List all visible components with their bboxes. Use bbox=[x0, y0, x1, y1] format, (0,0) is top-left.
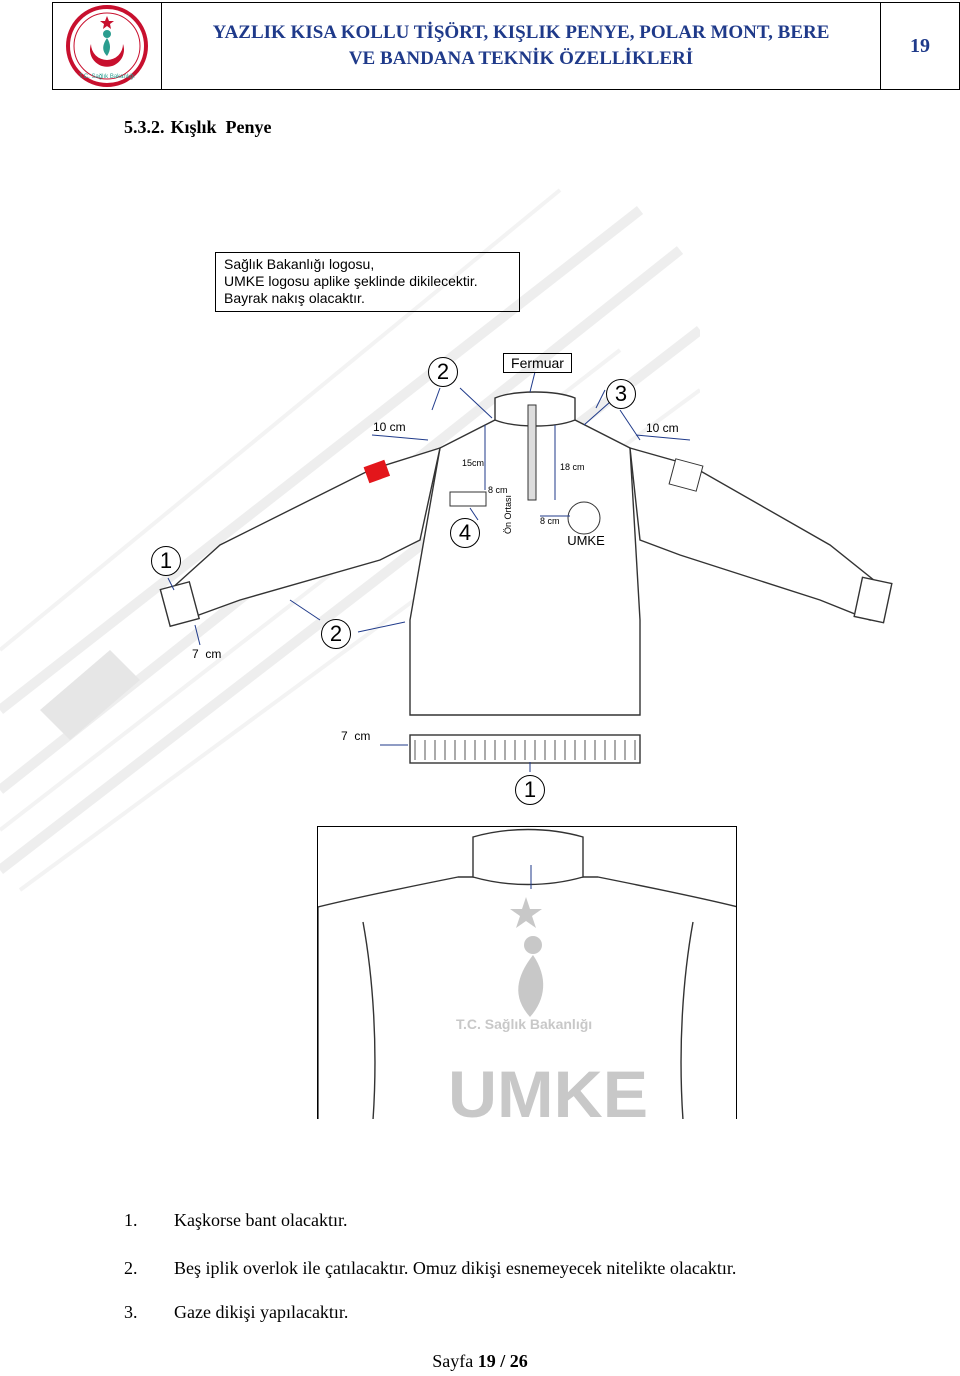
note-box: Sağlık Bakanlığı logosu, UMKE logosu apl… bbox=[215, 252, 520, 312]
page-footer: Sayfa 19 / 26 bbox=[0, 1351, 960, 1372]
footer-separator: / bbox=[500, 1351, 506, 1371]
list-item: 3. Gaze dikişi yapılacaktır. bbox=[124, 1302, 348, 1323]
dim-right-shoulder: 10 cm bbox=[646, 421, 679, 435]
list-item: 1. Kaşkorse bant olacaktır. bbox=[124, 1210, 347, 1231]
shoulder-logo-patch bbox=[668, 458, 704, 492]
callout-1-sleeve: 1 bbox=[151, 546, 181, 576]
chest-umke-text: UMKE bbox=[567, 533, 605, 548]
ministry-logo: T.C. Sağlık Bakanlığı bbox=[66, 5, 148, 87]
chest-logo bbox=[567, 501, 601, 535]
back-star-icon bbox=[510, 897, 542, 928]
ministry-logo-cell: T.C. Sağlık Bakanlığı bbox=[53, 3, 162, 89]
section-number: 5.3.2. bbox=[124, 117, 165, 137]
footer-prefix: Sayfa bbox=[432, 1351, 474, 1371]
list-item-text: Kaşkorse bant olacaktır. bbox=[174, 1210, 348, 1230]
section-title: Kışlık Penye bbox=[170, 117, 272, 137]
footer-current-page: 19 bbox=[477, 1351, 496, 1371]
back-sweater-drawing: T.C. Sağlık Bakanlığı UMKE bbox=[318, 828, 736, 1119]
note-line: Sağlık Bakanlığı logosu, bbox=[224, 256, 375, 272]
footer-total-pages: 26 bbox=[509, 1351, 528, 1371]
note-line: Bayrak nakış olacaktır. bbox=[224, 290, 365, 306]
list-item-number: 3. bbox=[124, 1302, 138, 1322]
list-item-number: 2. bbox=[124, 1258, 138, 1278]
zipper bbox=[527, 404, 537, 501]
title-line-2: VE BANDANA TEKNİK ÖZELLİKLERİ bbox=[348, 48, 694, 69]
dim-collar-drop: 15cm bbox=[462, 458, 485, 468]
dim-cuff: 7 cm bbox=[192, 647, 222, 661]
list-item: 2. Beş iplik overlok ile çatılacaktır. Om… bbox=[124, 1258, 736, 1279]
header-page-number: 19 bbox=[910, 34, 930, 57]
flag-patch bbox=[363, 459, 391, 484]
callout-2-top: 2 bbox=[428, 357, 458, 387]
list-item-text: Gaze dikişi yapılacaktır. bbox=[174, 1302, 349, 1322]
front-sweater-drawing: UMKE bbox=[159, 371, 893, 772]
callout-3: 3 bbox=[606, 379, 636, 409]
back-view-panel: T.C. Sağlık Bakanlığı UMKE bbox=[317, 826, 737, 1119]
page-header: T.C. Sağlık Bakanlığı YAZLIK KISA KOLLU … bbox=[52, 2, 960, 90]
dim-logo-drop: 18 cm bbox=[560, 462, 585, 472]
fermuar-label: Fermuar bbox=[503, 353, 572, 373]
document-title: YAZLIK KISA KOLLU TİŞÖRT, KIŞLIK PENYE, … bbox=[162, 3, 881, 89]
svg-text:T.C. Sağlık Bakanlığı: T.C. Sağlık Bakanlığı bbox=[79, 74, 135, 80]
back-logo-caption: T.C. Sağlık Bakanlığı bbox=[456, 1016, 592, 1032]
background-stripes bbox=[0, 188, 700, 892]
list-item-number: 1. bbox=[124, 1210, 138, 1230]
dim-pocket-width: 8 cm bbox=[488, 485, 508, 495]
callout-1-hem: 1 bbox=[515, 775, 545, 805]
note-line: UMKE logosu aplike şeklinde dikilecektir… bbox=[224, 273, 478, 289]
dim-hem: 7 cm bbox=[341, 729, 371, 743]
dim-logo-offset: 8 cm bbox=[540, 516, 560, 526]
callout-4: 4 bbox=[450, 518, 480, 548]
title-line-1: YAZLIK KISA KOLLU TİŞÖRT, KIŞLIK PENYE, … bbox=[212, 22, 830, 43]
callout-2-side: 2 bbox=[321, 619, 351, 649]
back-umke-logo: UMKE bbox=[448, 1057, 648, 1119]
list-item-text: Beş iplik overlok ile çatılacaktır. Omuz… bbox=[174, 1258, 737, 1278]
section-heading: 5.3.2.Kışlık Penye bbox=[124, 117, 278, 138]
sleeve-pocket bbox=[449, 491, 487, 507]
dim-center-front: Ön Ortası bbox=[503, 494, 513, 534]
dim-left-shoulder: 10 cm bbox=[373, 420, 406, 434]
